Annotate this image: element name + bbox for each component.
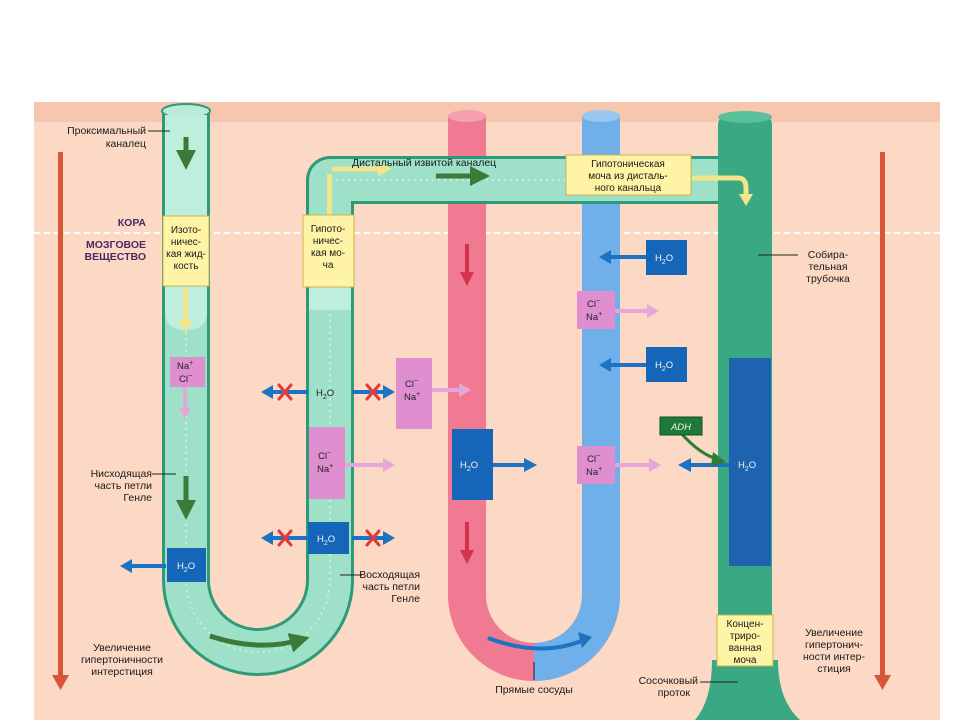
adh-arrow: [678, 431, 726, 466]
right-gradient-arrow: [874, 152, 891, 690]
papillary-duct-label: Сосочковый проток: [639, 675, 699, 699]
svg-text:гипертонич-: гипертонич-: [805, 639, 863, 651]
right-gradient-label: Увеличение гипертонич- ности интер- стиц…: [803, 627, 866, 675]
concentrated-urine-box: Концен- триро- ванная моча: [716, 614, 774, 667]
svg-text:кая мо-: кая мо-: [311, 248, 345, 259]
vasa-recta-label: Прямые сосуды: [495, 684, 573, 696]
h2o-label-collecting-duct: H2O: [738, 460, 756, 473]
svg-text:Na+: Na+: [404, 391, 420, 403]
hypotonic-urine-box: Гипото- ничес- кая мо- ча: [302, 214, 355, 288]
svg-text:ничес-: ничес-: [313, 236, 343, 247]
svg-text:Увеличение: Увеличение: [93, 642, 151, 654]
ascending-limb-label: Восходящая часть петли Генле: [359, 569, 420, 605]
svg-text:проток: проток: [658, 687, 691, 699]
svg-text:Нисходящая: Нисходящая: [91, 468, 152, 480]
svg-text:H2O: H2O: [316, 388, 334, 401]
h2o-box-interstitium-upper: H2O: [646, 240, 687, 275]
svg-text:H2O: H2O: [655, 360, 673, 373]
svg-text:Изото-: Изото-: [171, 225, 201, 236]
left-gradient-arrow: [52, 152, 69, 690]
svg-text:стиция: стиция: [817, 663, 851, 675]
svg-text:кая жид-: кая жид-: [166, 249, 206, 260]
cl-na-box-blue-vessel-lower: Cl− Na+: [577, 446, 615, 484]
svg-text:ванная: ванная: [729, 643, 762, 654]
svg-text:Na+: Na+: [586, 466, 602, 478]
h2o-box-ascending-lower: H2O: [308, 522, 349, 554]
svg-text:H2O: H2O: [738, 460, 756, 473]
svg-text:H2O: H2O: [655, 253, 673, 266]
svg-text:Восходящая: Восходящая: [359, 569, 420, 581]
svg-text:кость: кость: [174, 261, 199, 272]
svg-text:Гипото-: Гипото-: [311, 224, 346, 235]
h2o-box-red-vessel: H2O: [452, 429, 493, 500]
loop-bottom-flow-arrow: [209, 633, 310, 653]
svg-text:Cl−: Cl−: [587, 298, 600, 310]
collecting-duct: [695, 111, 800, 720]
svg-text:Собира-: Собира-: [808, 249, 849, 261]
proximal-tubule-label: Проксимальный каналец: [67, 125, 146, 150]
adh-box: ADH: [659, 416, 703, 436]
h2o-box-interstitium-lower: H2O: [646, 347, 687, 382]
svg-text:триро-: триро-: [730, 631, 760, 642]
svg-text:ВЕЩЕСТВО: ВЕЩЕСТВО: [84, 251, 146, 263]
svg-text:H2O: H2O: [177, 561, 195, 574]
left-gradient-label: Увеличение гипертоничности интерстиция: [81, 642, 163, 678]
svg-text:Проксимальный: Проксимальный: [67, 125, 146, 137]
collecting-duct-label: Собира- тельная трубочка: [806, 249, 850, 285]
svg-text:Сосочковый: Сосочковый: [639, 675, 699, 687]
svg-text:Генле: Генле: [391, 593, 420, 605]
pointer-lines: [148, 130, 798, 683]
h2o-label-ascending-upper: H2O: [316, 388, 334, 401]
svg-text:Na+: Na+: [177, 360, 193, 372]
ion-arrows: [179, 304, 661, 472]
svg-text:Cl−: Cl−: [405, 378, 418, 390]
svg-text:тельная: тельная: [808, 261, 847, 273]
svg-text:ничес-: ничес-: [171, 237, 201, 248]
svg-text:каналец: каналец: [106, 138, 146, 150]
water-arrows: [120, 250, 729, 573]
svg-text:ча: ча: [323, 260, 334, 271]
svg-text:МОЗГОВОЕ: МОЗГОВОЕ: [86, 239, 146, 251]
svg-text:H2O: H2O: [317, 534, 335, 547]
svg-text:Гипотоническая: Гипотоническая: [591, 159, 665, 170]
distal-tubule-label: Дистальный извитой каналец: [352, 157, 496, 169]
cortex-band: [34, 102, 940, 122]
svg-text:H2O: H2O: [460, 460, 478, 473]
flow-arrows: [176, 137, 490, 653]
vasa-flow-arrows: [460, 244, 592, 651]
svg-text:трубочка: трубочка: [806, 273, 850, 285]
svg-text:часть петли: часть петли: [94, 480, 152, 492]
hypotonic-distal-urine-box: Гипотоническая моча из дисталь- ного кан…: [565, 154, 692, 196]
blocked-transport-icons: [277, 383, 381, 547]
svg-text:Концен-: Концен-: [727, 619, 764, 630]
svg-text:Na+: Na+: [586, 311, 602, 323]
medulla-label: МОЗГОВОЕ ВЕЩЕСТВО: [84, 239, 146, 263]
svg-text:Cl−: Cl−: [587, 453, 600, 465]
svg-text:моча: моча: [734, 655, 757, 666]
cl-na-box-blue-vessel-upper: Cl− Na+: [577, 291, 615, 329]
cl-na-box-interstitium: Cl− Na+: [396, 358, 432, 429]
svg-text:моча из дисталь-: моча из дисталь-: [588, 171, 668, 182]
svg-text:Cl−: Cl−: [318, 450, 331, 462]
na-cl-box-descending: Na+ Cl−: [170, 357, 205, 387]
cl-na-box-ascending: Cl− Na+: [309, 427, 345, 499]
svg-text:Увеличение: Увеличение: [805, 627, 863, 639]
cortex-label: КОРА: [118, 217, 147, 229]
svg-text:ности интер-: ности интер-: [803, 651, 866, 663]
svg-text:ADH: ADH: [670, 422, 691, 433]
svg-text:Cl−: Cl−: [179, 373, 192, 385]
descending-limb-label: Нисходящая часть петли Генле: [91, 468, 153, 504]
yellow-flow-arrows: [178, 162, 753, 332]
svg-text:интерстиция: интерстиция: [91, 666, 153, 678]
svg-text:ного канальца: ного канальца: [595, 183, 662, 194]
isotonic-fluid-box: Изото- ничес- кая жид- кость: [162, 215, 210, 287]
h2o-box-descending: H2O: [167, 548, 206, 582]
svg-text:Генле: Генле: [123, 492, 152, 504]
svg-text:часть петли: часть петли: [362, 581, 420, 593]
svg-text:Na+: Na+: [317, 463, 333, 475]
svg-text:гипертоничности: гипертоничности: [81, 654, 163, 666]
